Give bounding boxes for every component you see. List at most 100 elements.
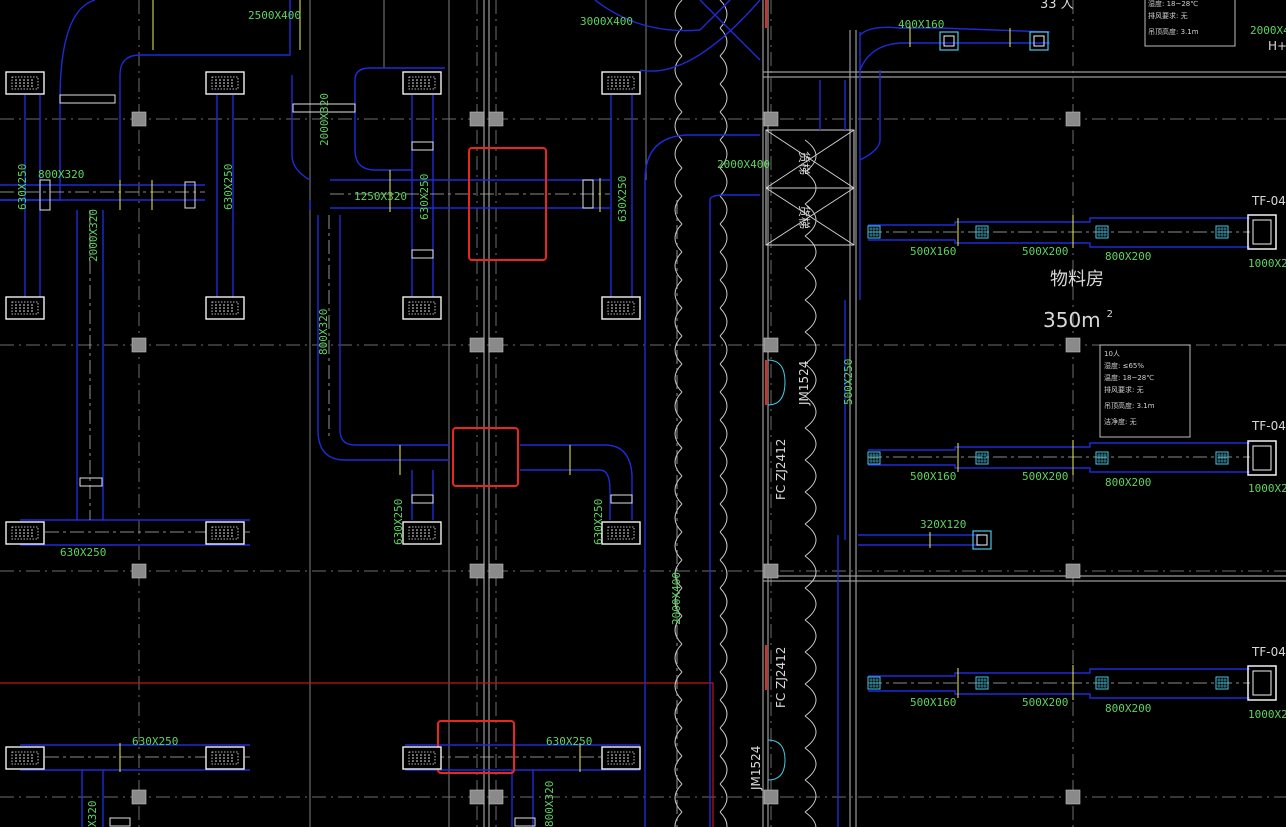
diffuser bbox=[402, 71, 442, 95]
note-line: 排风要求: 无 bbox=[1104, 385, 1144, 394]
column bbox=[763, 563, 779, 579]
duct-label: 500X200 bbox=[1022, 696, 1068, 709]
duct-label: 2000X320 bbox=[318, 93, 331, 146]
column bbox=[469, 789, 485, 805]
red-boundary-line bbox=[0, 682, 714, 827]
diffuser bbox=[205, 746, 245, 770]
exhaust-grille bbox=[972, 530, 992, 550]
diffuser bbox=[5, 521, 45, 545]
fire-doors bbox=[765, 0, 786, 781]
column bbox=[763, 337, 779, 353]
duct-label: 500X160 bbox=[910, 470, 956, 483]
note-line: 温度: 18~28℃ bbox=[1104, 373, 1154, 382]
duct-dampers bbox=[39, 94, 633, 827]
duct-label: 500X200 bbox=[1022, 245, 1068, 258]
column bbox=[1065, 563, 1081, 579]
air-diffusers bbox=[5, 71, 641, 770]
note-line: 排风要求: 无 bbox=[1148, 11, 1188, 20]
duct-label: 630X250 bbox=[132, 735, 178, 748]
duct-label: 800X200 bbox=[1105, 476, 1151, 489]
duct-label: 800X320 bbox=[38, 168, 84, 181]
column bbox=[763, 789, 779, 805]
column bbox=[131, 789, 147, 805]
duct-label: 2000X400 bbox=[717, 158, 770, 171]
duct-centerlines bbox=[0, 191, 1250, 827]
outlet bbox=[1247, 440, 1277, 476]
duct-fittings bbox=[119, 0, 1074, 772]
duct-label: TF-040 bbox=[1251, 194, 1286, 208]
diffuser bbox=[402, 296, 442, 320]
room-notes-top: 湿度: 18~28℃ 排风要求: 无 吊顶高度: 3.1m bbox=[1144, 0, 1236, 47]
duct-label: 320X120 bbox=[920, 518, 966, 531]
grille bbox=[867, 225, 881, 239]
duct-label: 2000X4 bbox=[1250, 24, 1286, 37]
room-name: 物料房 bbox=[1050, 269, 1104, 290]
column bbox=[488, 337, 504, 353]
diffuser bbox=[601, 746, 641, 770]
duct-label: 630X250 bbox=[616, 176, 629, 222]
supply-grilles bbox=[867, 31, 1277, 701]
duct-label: 630X250 bbox=[60, 546, 106, 559]
room-area-unit: 2 bbox=[1107, 309, 1113, 320]
column bbox=[763, 111, 779, 127]
duct-label: FC ZJ2412 bbox=[774, 439, 788, 500]
freight-elevator-shaft bbox=[765, 129, 855, 246]
diffuser bbox=[601, 71, 641, 95]
diffuser bbox=[205, 521, 245, 545]
diffuser bbox=[5, 71, 45, 95]
duct-label: 400X160 bbox=[898, 18, 944, 31]
duct-label: 500X160 bbox=[910, 696, 956, 709]
duct-label: 1000X2 bbox=[1248, 708, 1286, 721]
duct-label: 1250X320 bbox=[354, 190, 407, 203]
column bbox=[131, 563, 147, 579]
duct-label: 630X250 bbox=[222, 164, 235, 210]
grille bbox=[1095, 676, 1109, 690]
duct-label: 3000X400 bbox=[580, 15, 633, 28]
elevator-label-2: 货梯 bbox=[797, 205, 812, 229]
duct-label: 2000X400 bbox=[670, 572, 683, 625]
column bbox=[1065, 337, 1081, 353]
note-line: 10人 bbox=[1104, 350, 1120, 358]
note-line: 吊顶高度: 3.1m bbox=[1104, 401, 1155, 410]
column bbox=[131, 337, 147, 353]
duct-label: 630X250 bbox=[392, 499, 405, 545]
duct-label: 1000X2 bbox=[1248, 482, 1286, 495]
diffuser bbox=[5, 296, 45, 320]
duct-label: JM1524 bbox=[797, 361, 811, 406]
column bbox=[469, 111, 485, 127]
duct-network bbox=[0, 0, 1250, 827]
diffuser bbox=[205, 296, 245, 320]
duct-label: H+3 bbox=[1268, 39, 1286, 53]
column bbox=[1065, 789, 1081, 805]
duct-label: 630X250 bbox=[16, 164, 29, 210]
diffuser bbox=[601, 296, 641, 320]
duct-label: 2000X320 bbox=[87, 209, 100, 262]
exhaust-grille bbox=[1029, 31, 1049, 51]
grille bbox=[975, 676, 989, 690]
fragment-text: 33 人 bbox=[1040, 0, 1074, 12]
duct-label: JM1524 bbox=[749, 746, 763, 791]
column bbox=[469, 563, 485, 579]
duct-label: 630X250 bbox=[418, 174, 431, 220]
duct-label: 1000X2 bbox=[1248, 257, 1286, 270]
duct-label: FC ZJ2412 bbox=[774, 647, 788, 708]
duct-label: X320 bbox=[86, 801, 99, 827]
duct-label: 630X250 bbox=[546, 735, 592, 748]
duct-label: TF-040 bbox=[1251, 645, 1286, 659]
grille bbox=[867, 451, 881, 465]
column bbox=[488, 111, 504, 127]
note-line: 湿度: 18~28℃ bbox=[1148, 0, 1198, 8]
outlet bbox=[1247, 214, 1277, 250]
column bbox=[488, 789, 504, 805]
note-line: 洁净度: 无 bbox=[1104, 417, 1137, 426]
grille bbox=[1095, 225, 1109, 239]
column bbox=[1065, 111, 1081, 127]
duct-labels: 2500X4003000X400400X1602000X4H+32000X320… bbox=[16, 9, 1286, 827]
grille bbox=[1215, 676, 1229, 690]
diffuser bbox=[205, 71, 245, 95]
diffuser bbox=[402, 746, 442, 770]
diffuser bbox=[402, 521, 442, 545]
grille bbox=[1215, 225, 1229, 239]
